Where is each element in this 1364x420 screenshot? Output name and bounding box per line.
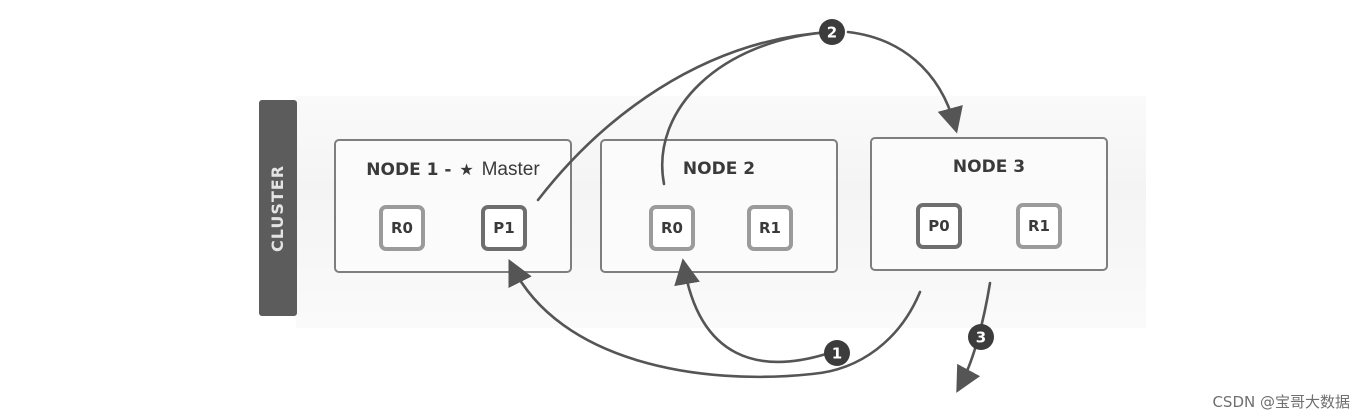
star-icon: ★ (459, 160, 474, 179)
node-3-shard-p0: P0 (916, 203, 962, 249)
node-3: NODE 3 P0 R1 (870, 137, 1108, 271)
arrow-step2-to-node3 (846, 30, 963, 134)
node-1-role: Master (481, 159, 540, 180)
step-badge-3 (968, 324, 994, 350)
node-3-title: NODE 3 (952, 157, 1026, 177)
node-1-title: NODE 1 - ★ Master (336, 159, 570, 181)
step-badges: 1 2 3 (819, 19, 994, 366)
step-badge-2 (819, 19, 845, 45)
arrow-step1-to-node2 (674, 258, 828, 364)
step-badge-1 (824, 340, 850, 366)
node-2: NODE 2 R0 R1 (600, 139, 838, 273)
node-2-shard-r1: R1 (747, 205, 793, 251)
node-1-name: NODE 1 - (366, 160, 458, 180)
cluster-bar: CLUSTER (259, 100, 297, 316)
node-1-shard-r0: R0 (379, 205, 425, 251)
step-badge-3-label: 3 (976, 329, 986, 347)
step-badge-1-label: 1 (832, 345, 842, 363)
node-2-title: NODE 2 (682, 159, 756, 179)
arrow-step2-from-node2 (661, 30, 832, 186)
arrow-step1-to-node1 (508, 259, 922, 379)
node-2-shard-r0: R0 (649, 205, 695, 251)
node-1: NODE 1 - ★ Master R0 P1 (334, 139, 572, 273)
step-badge-2-label: 2 (827, 24, 837, 42)
watermark: CSDN @宝哥大数据 (1212, 393, 1350, 411)
node-1-shard-p1: P1 (481, 205, 527, 251)
node-3-shard-r1: R1 (1016, 203, 1062, 249)
arrow-step2-from-node1 (536, 30, 832, 202)
